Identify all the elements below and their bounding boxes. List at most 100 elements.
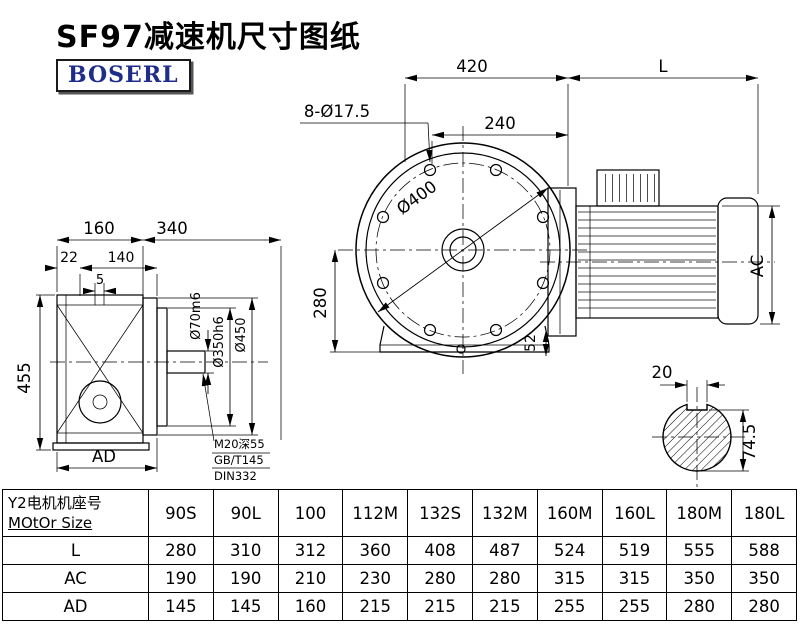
dim-450-diameter: Ø450 [158,297,258,436]
table-cell: 408 [407,536,473,565]
table-header-row: Y2电机机座号 MOtOr Size 90S 90L 100 112M 132S… [2,489,797,537]
table-cell: 280 [731,592,797,621]
dim-455-label: 455 [15,362,34,394]
dim-160: 160 [56,219,144,295]
shaft-section-view [652,387,745,487]
column-header: 132M [471,489,538,537]
dim-key-height-label: 74.5 [740,424,759,461]
shaft-tap-notes: M20深55 GB/T145 DIN332 [201,373,270,483]
dim-motor-height-AC: AC [722,205,780,325]
row-label-AD: AD [2,592,149,621]
table-cell: 280 [471,564,538,593]
table-cell: 255 [601,592,668,621]
column-header: 180M [666,489,733,537]
table-cell: 255 [536,592,603,621]
dim-shaft-diameter: Ø70m6 [189,292,214,394]
dim-420-label: 420 [456,57,488,76]
dim-280: 280 [311,250,383,353]
table-cell: 360 [342,536,409,565]
dim-flange-label: Ø400 [393,177,440,219]
header-en: MOtOr Size [8,514,93,532]
row-label-AC: AC [2,564,149,593]
side-view-gearbox [50,294,268,451]
dim-key-height: 74.5 [700,409,759,472]
table-cell: 315 [601,564,668,593]
table-cell: 230 [342,564,409,593]
table-cell: 215 [407,592,473,621]
dim-52: 52 [523,330,550,356]
table-cell: 145 [148,592,214,621]
table-cell: 315 [536,564,603,593]
table-cell: 190 [148,564,214,593]
dim-spigot-label: Ø350h6 [212,316,227,368]
column-header: 160M [536,489,603,537]
dim-240-label: 240 [484,114,516,133]
column-header: 90S [148,489,214,537]
column-header: 90L [212,489,279,537]
dim-160-label: 160 [83,219,115,238]
note-standard-din: DIN332 [214,469,257,483]
header-cn: Y2电机机座号 [8,493,102,512]
table-row-AC: AC 190 190 210 230 280 280 315 315 350 3… [2,564,797,593]
table-cell: 555 [666,536,733,565]
dim-52-label: 52 [523,334,539,352]
dim-280-label: 280 [311,287,330,319]
column-header: 100 [277,489,344,537]
dim-AD-label: AD [92,447,116,466]
table-cell: 350 [666,564,733,593]
table-cell: 210 [277,564,344,593]
boserl-logo: BOSERL [56,59,191,92]
page-title: SF97减速机尺寸图纸 [56,20,361,55]
table-cell: 280 [148,536,214,565]
table-cell: 280 [407,564,473,593]
table-cell: 310 [212,536,279,565]
dim-5-label: 5 [96,273,104,288]
table-cell: 145 [212,592,279,621]
table-row-L: L 280 310 312 360 408 487 524 519 555 58… [2,536,797,565]
table-cell: 312 [277,536,344,565]
table-cell: 350 [731,564,797,593]
table-row-AD: AD 145 145 160 215 215 215 255 255 280 2… [2,592,797,621]
technical-drawing: 420 L 240 8-Ø17.5 Ø400 280 52 [15,57,780,487]
motor-size-table: Y2电机机座号 MOtOr Size 90S 90L 100 112M 132S… [2,489,797,621]
column-header: 132S [407,489,473,537]
note-standard-gb: GB/T145 [214,453,264,467]
dim-key-width-label: 20 [652,363,673,382]
table-cell: 487 [471,536,538,565]
dim-key-width: 20 [652,363,725,402]
table-cell: 588 [731,536,797,565]
dim-140: 140 [79,250,158,296]
table-cell: 519 [601,536,668,565]
dim-140-label: 140 [108,250,135,266]
front-view-gearbox [338,126,590,374]
dim-340-label: 340 [156,219,188,238]
dim-bolt-label: 8-Ø17.5 [304,102,370,121]
table-cell: 215 [342,592,409,621]
dim-455: 455 [15,294,55,451]
column-header: 180L [731,489,797,537]
table-cell: 190 [212,564,279,593]
dim-shaft-label: Ø70m6 [189,292,204,340]
dim-240: 240 [431,114,568,164]
dim-22-label: 22 [60,250,78,266]
dim-bolt-holes: 8-Ø17.5 [300,102,433,163]
table-header-motor-size: Y2电机机座号 MOtOr Size [2,489,149,537]
dim-450-label: Ø450 [234,317,249,352]
dim-motor-length: L [568,57,759,194]
dim-spigot-diameter: Ø350h6 [168,307,236,427]
dim-22: 22 [45,250,92,272]
dim-5: 5 [83,273,116,305]
dim-AD: AD [56,438,158,472]
logo-text: BOSERL [68,62,179,88]
front-view-motor [540,169,775,325]
table-cell: 280 [666,592,733,621]
column-header: 112M [342,489,409,537]
column-header: 160L [601,489,668,537]
table-cell: 215 [471,592,538,621]
table-cell: 524 [536,536,603,565]
dim-L-label: L [658,57,668,76]
row-label-L: L [2,536,149,565]
table-cell: 160 [277,592,344,621]
dim-AC-label: AC [748,255,767,278]
